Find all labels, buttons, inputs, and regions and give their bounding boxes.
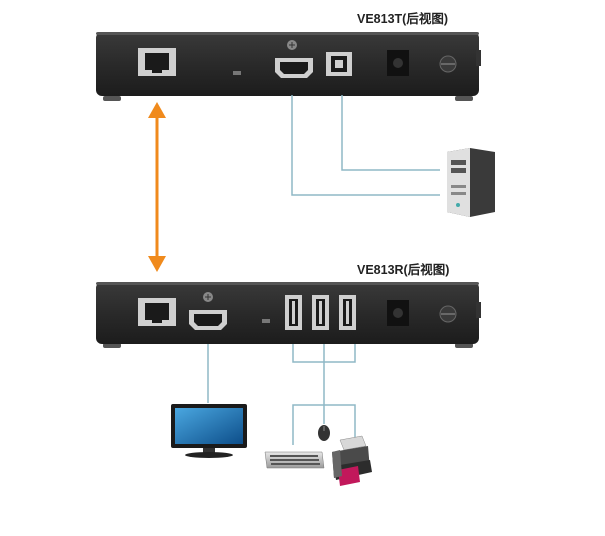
keyboard-icon [264,451,325,469]
computer-tower-icon [447,148,495,217]
computer-cables [291,95,440,196]
ground-screw-icon [287,40,297,50]
monitor-icon [171,404,247,458]
rj45-port-icon [138,298,176,326]
hdmi-port-icon [275,58,313,78]
receiver-device [96,282,481,348]
mouse-icon [318,425,330,441]
power-switch-icon [439,305,457,323]
dc-power-port-icon [387,300,409,326]
usb-b-port-icon [326,52,352,76]
usb-a-port-icon [285,295,302,330]
transmitter-label: VE813T(后视图) [357,12,448,26]
usb-cables [292,344,356,445]
hdmi-port-icon [189,310,227,330]
receiver-label: VE813R(后视图) [357,263,450,277]
rj45-port-icon [138,48,176,76]
usb-a-port-icon [312,295,329,330]
link-arrow [148,102,166,272]
dc-power-port-icon [387,50,409,76]
printer-icon [332,435,372,486]
transmitter-device [96,32,481,101]
ground-screw-icon [203,292,213,302]
status-led-icon [233,71,241,75]
power-switch-icon [439,55,457,73]
usb-a-port-icon [339,295,356,330]
status-led-icon [262,319,270,323]
